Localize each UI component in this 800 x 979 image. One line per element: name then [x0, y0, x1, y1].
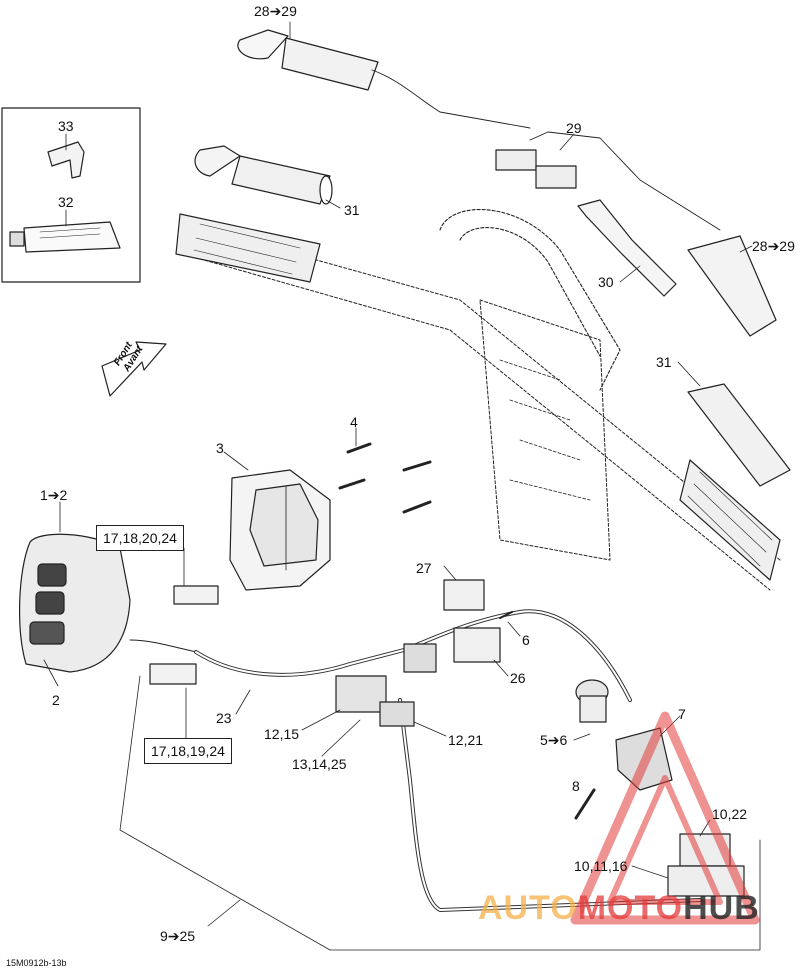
- connector-17-18-19-24: [149, 663, 197, 685]
- callout-7: 7: [678, 706, 686, 722]
- callout-10-22: 10,22: [712, 806, 748, 822]
- steering-riser: [439, 209, 621, 561]
- callout-27: 27: [416, 560, 432, 576]
- part-26-connector: [453, 627, 501, 663]
- watermark-triangle: [570, 711, 760, 925]
- callout-leaders: [43, 21, 761, 951]
- callout-29: 29: [566, 120, 582, 136]
- watermark-part1: AUTO: [478, 889, 578, 927]
- callout-32: 32: [58, 194, 74, 210]
- grip-left: [175, 213, 321, 283]
- callout-30: 30: [598, 274, 614, 290]
- callout-31-top: 31: [344, 202, 360, 218]
- connector-17-18-20-24: [173, 585, 219, 605]
- callout-12-21: 12,21: [448, 732, 484, 748]
- part-1-switch-housing: [19, 533, 197, 673]
- part-30-bar: [577, 199, 677, 297]
- callout-31-right: 31: [656, 354, 672, 370]
- callout-2: 2: [52, 692, 60, 708]
- callout-5-6: 5➔6: [540, 732, 568, 748]
- part-5-knob: [575, 679, 609, 723]
- watermark-part3: HUB: [683, 889, 760, 927]
- part-23-harness: [194, 609, 702, 912]
- reference-code: 15M0912b-13b: [6, 958, 67, 968]
- watermark-text: AUTOMOTOHUB: [478, 888, 760, 928]
- part-33-clip: [47, 141, 85, 179]
- callout-23: 23: [216, 710, 232, 726]
- callout-28-29-right: 28➔29: [752, 238, 795, 254]
- callout-13-14-25: 13,14,25: [292, 756, 347, 772]
- part-28-heated-grip-right: [687, 235, 777, 337]
- callout-3: 3: [216, 440, 224, 456]
- part-27-connector: [443, 579, 485, 611]
- part-31-grip-top: [194, 145, 333, 205]
- callout-12-15: 12,15: [264, 726, 300, 742]
- part-32-lubricant-tube: [9, 221, 121, 253]
- callout-26: 26: [510, 670, 526, 686]
- part-28-heated-grip-top: [237, 29, 531, 129]
- callout-8: 8: [572, 778, 580, 794]
- watermark-part2: MOTO: [577, 889, 684, 927]
- callout-28-29-top: 28➔29: [254, 3, 297, 19]
- part-31-grip-right: [687, 383, 791, 487]
- callout-10-11-16: 10,11,16: [574, 858, 628, 874]
- callout-17-18-20-24: 17,18,20,24: [96, 525, 184, 551]
- callout-6: 6: [522, 632, 530, 648]
- inset-box: [1, 107, 141, 283]
- part-12-connectors: [335, 643, 437, 727]
- part-29-connectors: [495, 131, 721, 231]
- part-3-housing: [229, 469, 331, 591]
- callout-33: 33: [58, 118, 74, 134]
- callout-17-18-19-24: 17,18,19,24: [144, 738, 232, 764]
- front-arrow: [101, 341, 167, 397]
- callout-1-2: 1➔2: [40, 487, 68, 503]
- grip-right: [679, 459, 781, 581]
- part-8-pin: [574, 788, 596, 820]
- callout-9-25: 9➔25: [160, 928, 196, 944]
- callout-4: 4: [350, 414, 358, 430]
- part-6-pins: [499, 611, 513, 619]
- part-4-screws: [338, 442, 432, 514]
